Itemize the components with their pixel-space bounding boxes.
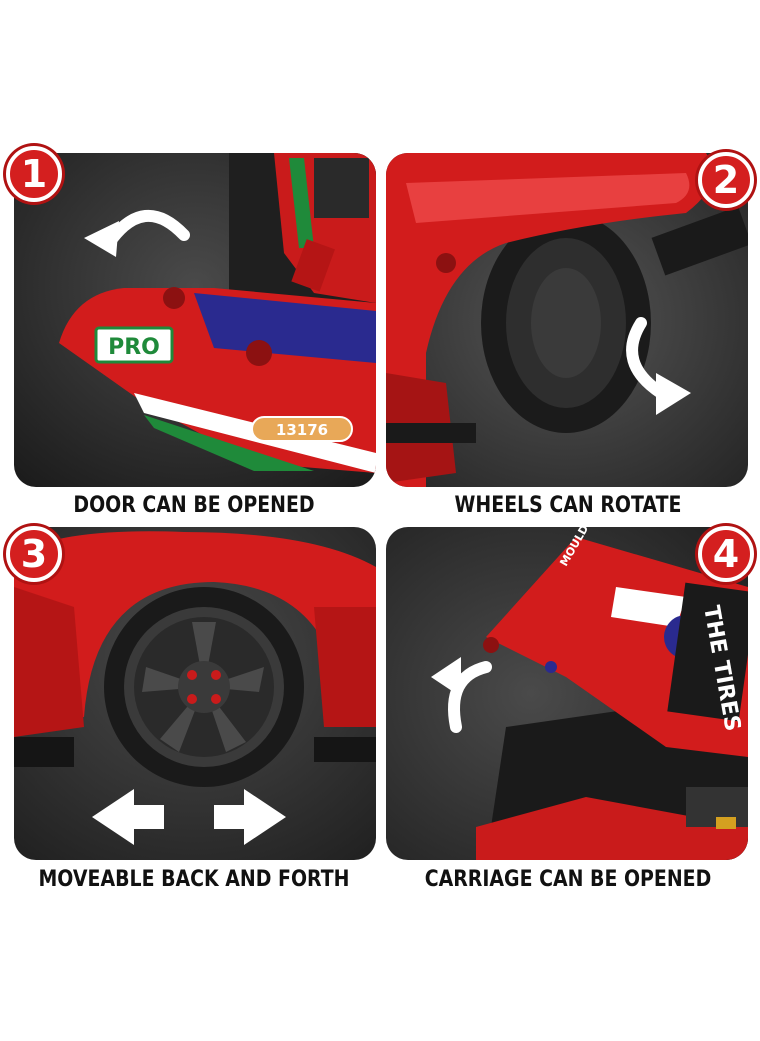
panel-door-image: PRO 13176 — [14, 153, 376, 487]
panel-move-image — [14, 527, 376, 860]
pro-label-box — [94, 326, 174, 364]
pro-label: PRO — [108, 335, 160, 360]
step-number: 1 — [20, 152, 48, 196]
arrow-head-icon — [656, 373, 691, 415]
curved-arrow-icon — [626, 317, 667, 399]
caption-door: DOOR CAN BE OPENED — [73, 493, 315, 518]
step-badge-4: 4 — [698, 526, 754, 582]
caption-carriage: CARRIAGE CAN BE OPENED — [424, 867, 712, 892]
arrow-right-icon — [214, 789, 286, 845]
caption-move: MOVEABLE BACK AND FORTH — [38, 867, 350, 892]
step-number: 3 — [20, 532, 48, 576]
step-badge-1: 1 — [6, 146, 62, 202]
panel-door: PRO 13176 — [14, 153, 376, 487]
caption-wheels: WHEELS CAN ROTATE — [454, 493, 682, 518]
step-badge-2: 2 — [698, 152, 754, 208]
step-number: 2 — [712, 158, 740, 202]
arrow-head-icon — [84, 221, 119, 257]
panel-carriage: THE TIRES MOULD KING — [386, 527, 748, 860]
panel-wheels — [386, 153, 748, 487]
step-number: 4 — [712, 532, 740, 576]
model-number-label: 13176 — [276, 421, 328, 439]
panel-wheels-image — [386, 153, 748, 487]
arrow-left-icon — [92, 789, 164, 845]
panel-carriage-image: THE TIRES MOULD KING — [386, 527, 748, 860]
step-badge-3: 3 — [6, 526, 62, 582]
panel-move — [14, 527, 376, 860]
arrow-head-icon — [431, 657, 461, 697]
